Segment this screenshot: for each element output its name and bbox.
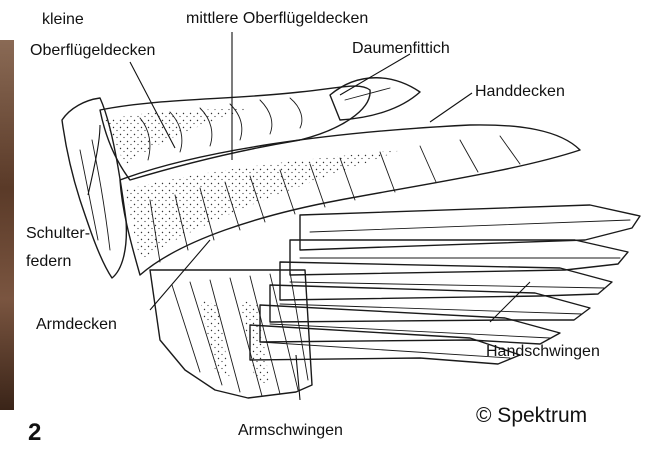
label-mittlere-oberfluegeldecken: mittlere Oberflügeldecken: [186, 10, 368, 27]
upper-coverts: [100, 78, 420, 180]
primary-feathers: [250, 205, 640, 364]
label-handschwingen: Handschwingen: [486, 343, 600, 360]
label-armschwingen: Armschwingen: [238, 422, 343, 439]
label-daumenfittich: Daumenfittich: [352, 40, 450, 57]
label-oberfluegeldecken: Oberflügeldecken: [30, 42, 155, 59]
figure-number: 2: [28, 419, 41, 445]
photo-strip: [0, 40, 14, 410]
secondary-feathers: [150, 270, 312, 398]
covert-layer: [120, 125, 580, 275]
copyright-credit: © Spektrum: [476, 404, 587, 427]
label-armdecken: Armdecken: [36, 316, 117, 333]
label-schulter: Schulter-: [26, 225, 90, 242]
label-kleine: kleine: [42, 11, 84, 28]
label-federn: federn: [26, 253, 71, 270]
label-handdecken: Handdecken: [475, 83, 565, 100]
